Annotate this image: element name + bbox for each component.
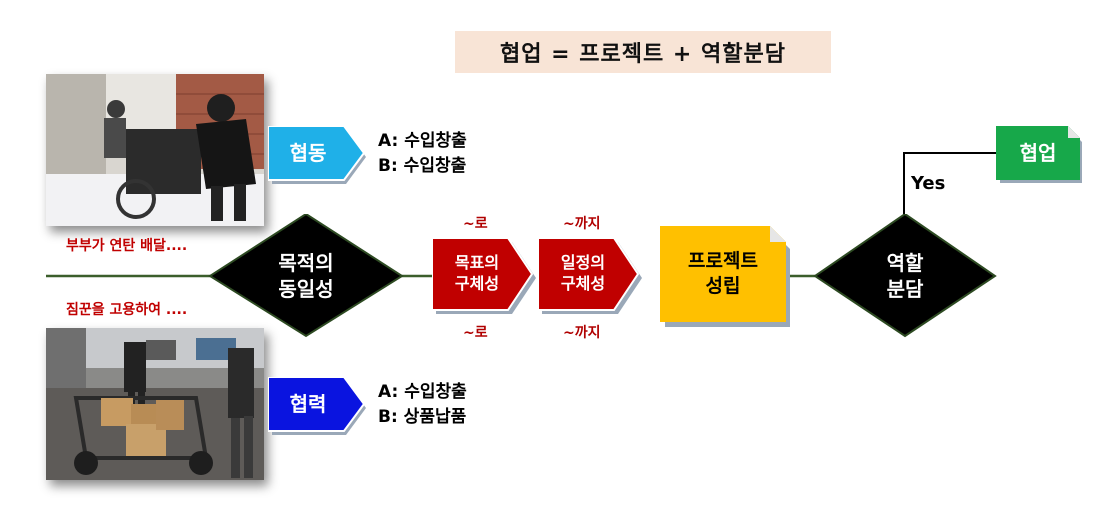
cooperation-1-pentagon: [268, 126, 366, 184]
cooperation-2-label: 협력: [289, 392, 327, 416]
top-photo: [46, 74, 264, 226]
cooperation-2-a: A: 수입창출: [378, 382, 467, 402]
purpose-diamond: [208, 214, 404, 338]
schedule-note-bottom: ~까지: [563, 325, 601, 341]
cooperation-2-b: B: 상품납품: [378, 407, 467, 427]
role-line-2: 분담: [886, 277, 924, 301]
cooperation-1-a: A: 수입창출: [378, 131, 467, 151]
yes-connector: [903, 152, 1000, 214]
goal-chevron: [432, 238, 536, 314]
role-line-1: 역할: [886, 251, 924, 275]
cooperation-1-label: 협동: [289, 141, 327, 165]
cooperation-2-pentagon: [268, 377, 366, 435]
coal-delivery-photo: [46, 74, 264, 226]
top-photo-caption: 부부가 연탄 배달....: [66, 238, 188, 254]
goal-line-1: 목표의: [454, 253, 500, 273]
schedule-line-2: 구체성: [560, 274, 606, 293]
purpose-line-1: 목적의: [278, 251, 334, 275]
project-line-2: 성립: [705, 275, 741, 297]
collaboration-label: 협업: [1019, 141, 1057, 165]
goal-line-2: 구체성: [454, 274, 500, 293]
collaboration-box-shape: [996, 126, 1082, 183]
goal-note-top: ~로: [463, 216, 488, 232]
cooperation-2-details: A: 수입창출 B: 상품납품: [378, 380, 467, 430]
purpose-line-2: 동일성: [278, 277, 334, 301]
schedule-chevron: [538, 238, 642, 314]
role-diamond: [813, 214, 997, 338]
project-line-1: 프로젝트: [688, 250, 758, 273]
schedule-note-top: ~까지: [563, 216, 601, 232]
bottom-photo-caption: 짐꾼을 고용하여 ....: [66, 302, 188, 318]
page-title: 협업 = 프로젝트 + 역할분담: [455, 31, 831, 73]
bottom-photo: [46, 328, 264, 480]
project-box-shape: [660, 226, 790, 327]
porter-cart-photo: [46, 328, 264, 480]
cooperation-1-details: A: 수입창출 B: 수입창출: [378, 129, 467, 179]
goal-note-bottom: ~로: [463, 325, 488, 341]
yes-label: Yes: [911, 173, 946, 194]
cooperation-1-b: B: 수입창출: [378, 156, 467, 176]
schedule-line-1: 일정의: [560, 253, 606, 273]
